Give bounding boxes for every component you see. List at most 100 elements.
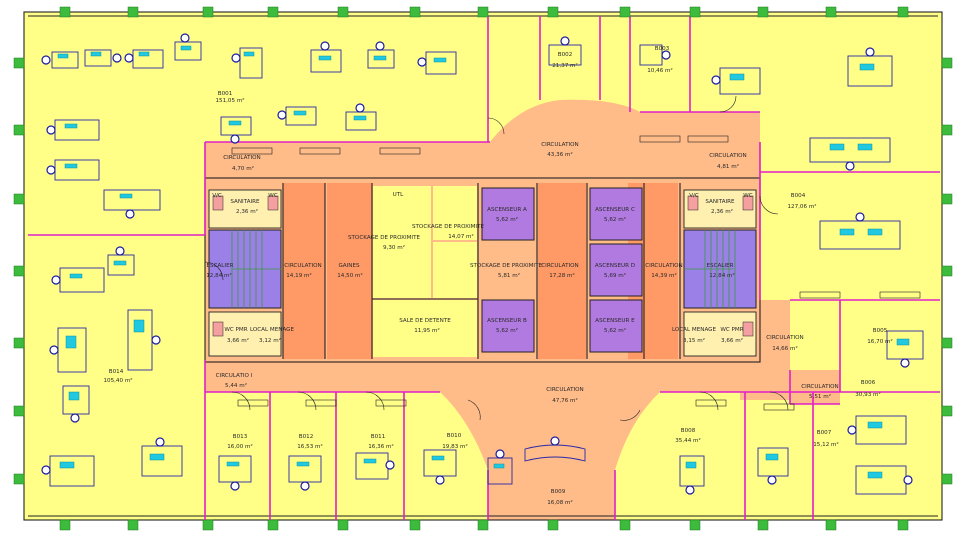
label-wc-pmr-r-name: WC PMR bbox=[720, 327, 743, 333]
ascenseur-d bbox=[589, 243, 643, 297]
label-stock3-area: 5,81 m² bbox=[498, 272, 520, 279]
label-local-r-name: LOCAL MENAGE bbox=[672, 327, 717, 333]
label-asc-d-area: 5,69 m² bbox=[604, 272, 626, 279]
label-wc-right: WC bbox=[743, 193, 753, 199]
label-b003-name: B003 bbox=[655, 46, 670, 52]
label-vc-right: V/C bbox=[689, 193, 699, 199]
doors bbox=[204, 95, 789, 421]
label-asc-c-area: 5,62 m² bbox=[604, 216, 626, 223]
label-asc-a-name: ASCENSEUR A bbox=[487, 207, 527, 213]
label-b005-area: 16,70 m² bbox=[867, 338, 892, 345]
label-b010-name: B010 bbox=[447, 433, 462, 439]
label-gaines-area: 14,50 m² bbox=[337, 272, 362, 279]
label-asc-c-name: ASCENSEUR C bbox=[595, 207, 635, 213]
label-b002-area: 21,37 m² bbox=[552, 62, 577, 69]
ascenseur-c bbox=[589, 187, 643, 241]
label-circ-bottom-area: 47,76 m² bbox=[552, 397, 577, 404]
label-b008-area: 35,44 m² bbox=[675, 437, 700, 444]
label-detente-name: SALE DE DETENTE bbox=[399, 318, 451, 324]
label-b014-area: 105,40 m² bbox=[103, 377, 132, 384]
label-circ-mid-area: 17,28 m² bbox=[549, 272, 574, 279]
label-b001-name: B001 bbox=[218, 91, 233, 97]
label-gaines-name: GAINES bbox=[338, 263, 360, 269]
label-circ-r2-name: CIRCULATION bbox=[801, 384, 838, 390]
window-strips bbox=[231, 135, 921, 411]
label-circ-left-name: CIRCULATION bbox=[284, 263, 321, 269]
label-circ-tr-area: 4,81 m² bbox=[717, 163, 739, 170]
label-b010-area: 19,83 m² bbox=[442, 443, 467, 450]
label-circ-r1-name: CIRCULATION bbox=[766, 335, 803, 341]
stockage-room-3 bbox=[433, 242, 477, 298]
label-circ-top-area: 43,36 m² bbox=[547, 151, 572, 158]
label-b006-name: B006 bbox=[861, 380, 876, 386]
label-esc-r-name: ESCALIER bbox=[706, 263, 733, 269]
label-circ-right-area: 14,39 m² bbox=[651, 272, 676, 279]
label-b012-area: 16,53 m² bbox=[297, 443, 322, 450]
core-walls bbox=[204, 177, 761, 363]
label-b001-area: 151,05 m² bbox=[215, 97, 244, 104]
label-local-l-name: LOCAL MENAGE bbox=[250, 327, 295, 333]
ascenseur-b bbox=[481, 299, 535, 353]
label-circ-right-name: CIRCULATION bbox=[645, 263, 682, 269]
partitions bbox=[28, 16, 940, 520]
label-local-r-area: 3,15 m² bbox=[683, 337, 705, 344]
label-b011-name: B011 bbox=[371, 434, 386, 440]
label-detente-area: 11,95 m² bbox=[414, 327, 439, 334]
label-b003-area: 10,46 m² bbox=[647, 67, 672, 74]
escalier-left bbox=[208, 229, 282, 309]
label-circ-bl-name: CIRCULATIO I bbox=[216, 373, 253, 379]
structure-columns bbox=[13, 6, 953, 531]
label-asc-d-name: ASCENSEUR D bbox=[595, 263, 635, 269]
label-circ-mid-name: CIRCULATION bbox=[541, 263, 578, 269]
label-asc-b-name: ASCENSEUR B bbox=[487, 318, 527, 324]
label-circ-top-name: CIRCULATION bbox=[541, 142, 578, 148]
label-sanit-l-name: SANITAIRE bbox=[230, 199, 260, 205]
label-b008-name: B008 bbox=[681, 428, 696, 434]
label-wc-left: WC bbox=[268, 193, 278, 199]
label-sanit-r-area: 2,36 m² bbox=[711, 208, 733, 215]
label-circ-tl-area: 4,70 m² bbox=[232, 165, 254, 172]
stockage-room-2 bbox=[433, 186, 477, 240]
label-esc-l-area: 12,84 m² bbox=[206, 272, 231, 279]
label-b005-name: B005 bbox=[873, 328, 888, 334]
label-circ-tr-name: CIRCULATION bbox=[709, 153, 746, 159]
label-b007-name: B007 bbox=[817, 430, 832, 436]
label-vc-left: V/C bbox=[212, 193, 222, 199]
label-esc-l-name: ESCALIER bbox=[206, 263, 233, 269]
gaines-room bbox=[327, 183, 372, 359]
label-sanit-r-name: SANITAIRE bbox=[705, 199, 735, 205]
core-mid-block bbox=[538, 183, 586, 359]
label-b013-name: B013 bbox=[233, 434, 248, 440]
label-b009-area: 16,08 m² bbox=[547, 499, 572, 506]
label-circ-tl-name: CIRCULATION bbox=[223, 155, 260, 161]
ascenseur-e bbox=[589, 299, 643, 353]
label-b009-name: B009 bbox=[551, 489, 566, 495]
label-b014-name: B014 bbox=[109, 369, 124, 375]
label-asc-a-area: 5,62 m² bbox=[496, 216, 518, 223]
label-asc-e-area: 5,62 m² bbox=[604, 327, 626, 334]
ascenseur-a bbox=[481, 187, 535, 241]
label-wc-pmr-r-area: 3,66 m² bbox=[721, 337, 743, 344]
escalier-right bbox=[683, 229, 757, 309]
label-b011-area: 16,36 m² bbox=[368, 443, 393, 450]
label-circ-left-area: 14,19 m² bbox=[286, 272, 311, 279]
room-labels: B001 151,05 m² B002 21,37 m² B003 10,46 … bbox=[103, 46, 892, 506]
label-circ-bl-area: 5,44 m² bbox=[225, 382, 247, 389]
label-b007-area: 15,12 m² bbox=[813, 441, 838, 448]
label-asc-b-area: 5,62 m² bbox=[496, 327, 518, 334]
label-wc-pmr-l-area: 3,66 m² bbox=[227, 337, 249, 344]
core-left-block bbox=[283, 183, 325, 359]
label-wc-pmr-l-name: WC PMR bbox=[224, 327, 247, 333]
label-asc-e-name: ASCENSEUR E bbox=[595, 318, 635, 324]
label-b004-area: 127,06 m² bbox=[787, 203, 816, 210]
stockage-room-1 bbox=[373, 186, 431, 298]
label-circ-bottom-name: CIRCULATION bbox=[546, 387, 583, 393]
label-esc-r-area: 12,84 m² bbox=[709, 272, 734, 279]
label-stock3-name: STOCKAGE DE PROXIMITE bbox=[470, 263, 543, 269]
label-utl: UTL bbox=[393, 192, 405, 198]
label-b004-name: B004 bbox=[791, 193, 806, 199]
label-stock1-name: STOCKAGE DE PROXIMITE bbox=[348, 235, 421, 241]
label-b013-area: 16,00 m² bbox=[227, 443, 252, 450]
label-stock2-area: 14,07 m² bbox=[448, 233, 473, 240]
